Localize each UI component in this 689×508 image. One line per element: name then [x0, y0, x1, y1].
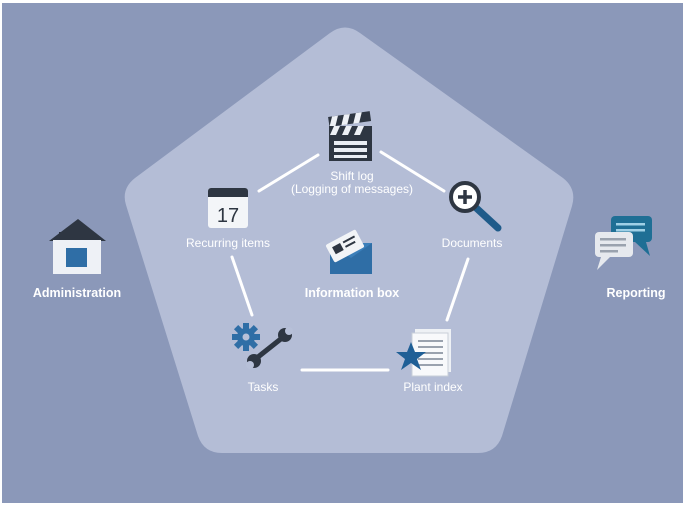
- speech-bubbles-icon: [595, 216, 652, 270]
- information-box-label: Information box: [304, 286, 400, 300]
- plant-index-label: Plant index: [403, 380, 463, 394]
- calendar-day-number: 17: [217, 205, 239, 227]
- magnifier-plus-icon: [449, 181, 502, 232]
- reporting-label: Reporting: [606, 286, 666, 300]
- documents-label: Documents: [441, 236, 503, 250]
- clapperboard-icon: [328, 111, 372, 161]
- calendar-icon: 17: [208, 188, 248, 228]
- star-document-icon: [396, 329, 451, 377]
- connector-documents-plantindex: [445, 257, 470, 322]
- house-icon: [49, 219, 106, 274]
- connector-shiftlog-documents: [379, 150, 446, 193]
- recurring-items-label: Recurring items: [185, 236, 271, 250]
- administration-label: Administration: [32, 286, 122, 300]
- connector-recurring-shiftlog: [257, 153, 320, 193]
- shift-log-label: Shift log (Logging of messages): [291, 170, 413, 196]
- connector-recurring-tasks: [230, 255, 254, 317]
- shift-log-title: Shift log: [330, 169, 374, 183]
- tasks-label: Tasks: [247, 380, 279, 394]
- shift-log-subtitle: (Logging of messages): [290, 182, 414, 196]
- envelope-card-icon: [326, 229, 372, 274]
- connector-lines: [230, 150, 470, 372]
- gear-wrench-icon: [232, 323, 293, 369]
